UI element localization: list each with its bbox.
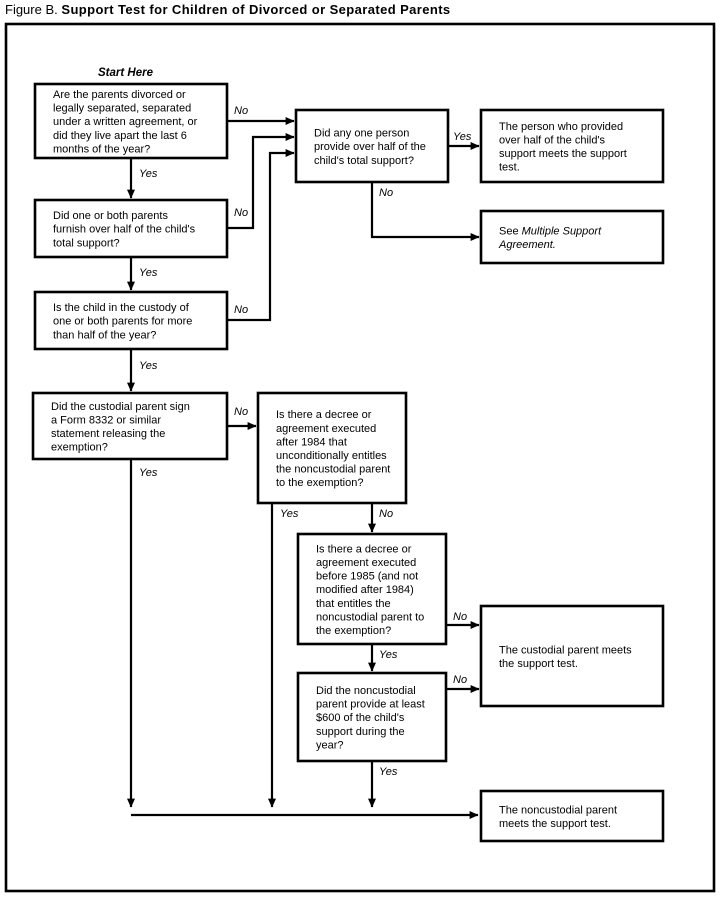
edge-label-q6-no: No [379, 508, 393, 520]
node-box-r3 [479, 604, 665, 708]
edge-label-q7-no: No [453, 611, 467, 623]
edge-label-q3-no: No [234, 304, 248, 316]
edge-q3-no [227, 149, 295, 322]
node-box-q5 [294, 108, 450, 184]
connectors [127, 117, 480, 819]
edge-label-q1-no: No [234, 105, 248, 117]
edge-label-q2-yes: Yes [139, 267, 158, 279]
node-box-q1 [33, 82, 229, 160]
edge-label-q4-yes: Yes [139, 467, 158, 479]
node-box-q6 [256, 391, 408, 505]
node-box-q3 [33, 290, 229, 351]
node-box-r1 [479, 108, 665, 184]
edge-label-q5-no: No [379, 187, 393, 199]
figure-title-label: Figure B. [5, 2, 58, 17]
edge-label-q7-yes: Yes [379, 649, 398, 661]
edge-label-q8-yes: Yes [379, 766, 398, 778]
node-box-q8 [296, 671, 448, 763]
figure-border [4, 22, 716, 893]
edge-label-q8-no: No [453, 674, 467, 686]
edge-q5-no [370, 182, 480, 241]
edge-label-q3-yes: Yes [139, 360, 158, 372]
edge-label-q1-yes: Yes [139, 168, 158, 180]
figure-title: Figure B. Support Test for Children of D… [5, 2, 451, 17]
figure-title-name: Support Test for Children of Divorced or… [61, 2, 451, 17]
node-box-r2 [479, 209, 665, 265]
edge-label-q6-yes: Yes [280, 508, 299, 520]
start-here-label: Start Here [98, 67, 154, 79]
node-box-q2 [33, 198, 229, 259]
node-box-q7 [296, 532, 448, 646]
edge-label-q4-no: No [234, 406, 248, 418]
node-box-r4 [479, 789, 665, 843]
edge-label-q5-yes: Yes [453, 131, 472, 143]
edge-q2-no [227, 133, 295, 230]
node-box-q4 [31, 391, 229, 461]
edge-labels: Yes Yes Yes Yes No No No No Yes No Yes N… [139, 105, 472, 778]
edge-label-q2-no: No [234, 207, 248, 219]
